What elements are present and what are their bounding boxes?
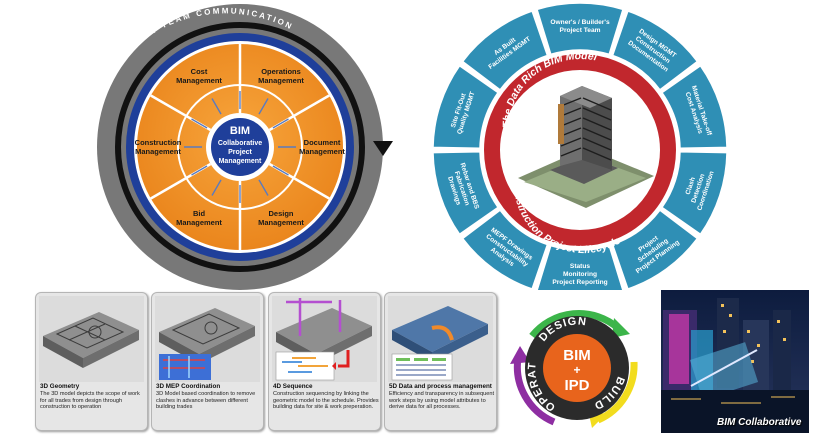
wheel-segment-label: Project Reporting	[552, 279, 607, 286]
wheel-segment	[611, 209, 699, 290]
wheel-segment-label: Project Team	[560, 27, 601, 34]
wheel-segment	[432, 150, 500, 236]
panel-description: Efficiency and transparency in subsequen…	[389, 391, 495, 411]
center-line-2: Collaborative	[218, 140, 262, 147]
cycle-center	[543, 334, 611, 402]
panel-title: 4D Sequence	[273, 383, 313, 390]
ring-arrow-icon	[373, 141, 393, 156]
city-photo: BIM Collaborative	[661, 290, 809, 433]
center-line-3: Project	[228, 149, 252, 156]
segment-label: Management	[176, 218, 222, 227]
panel-description: 3D Model based coordination to remove cl…	[156, 391, 256, 411]
wheel-segment	[461, 209, 549, 290]
panel-3d-geometry: 3D Geometry The 3D model depicts the sco…	[35, 292, 148, 431]
segment-label: Management	[258, 76, 304, 85]
wheel-segment	[611, 10, 699, 91]
bim-ipd-cycle: DESIGN BUILD OPERATE BIM + IPD	[508, 296, 638, 428]
green-arrow	[529, 310, 621, 339]
wheel-segment	[536, 2, 624, 56]
sequence-model-image	[272, 296, 377, 382]
geometry-model-image	[39, 296, 144, 382]
panel-5d-data: 5D Data and process management Efficienc…	[384, 292, 497, 431]
panel-description: The 3D model depicts the scope of work f…	[40, 391, 140, 411]
wheel-segment-label: Monitoring	[563, 271, 597, 278]
panel-4d-sequence: 4D Sequence Construction sequencing by l…	[268, 292, 381, 431]
city-skyline-image	[661, 290, 809, 433]
panel-title: 5D Data and process management	[389, 383, 492, 390]
yellow-arrow	[596, 361, 638, 424]
segment-label: Operations	[261, 67, 301, 76]
purple-arrow	[513, 357, 556, 426]
wheel-segment	[536, 244, 624, 290]
segment-label: Management	[135, 147, 181, 156]
segment-label: Design	[268, 209, 293, 218]
panel-3d-mep: 3D MEP Coordination 3D Model based coord…	[151, 292, 264, 431]
flow-arrow	[211, 179, 222, 196]
project-management-ring: PROJECT TEAM COMMUNICATION BIM Collabora…	[97, 4, 393, 290]
mep-model-image	[155, 296, 260, 382]
flow-arrow	[272, 165, 289, 176]
cycle-center-line-2: +	[573, 363, 580, 377]
black-arrow-ring	[115, 22, 365, 272]
flow-arrow	[211, 98, 222, 115]
wheel-segment	[461, 10, 549, 91]
data-model-image	[388, 296, 493, 382]
flow-arrow	[258, 179, 269, 196]
segment-label: Management	[258, 218, 304, 227]
segment-label: Document	[304, 138, 341, 147]
flow-arrow	[258, 98, 269, 115]
wheel-segment	[660, 64, 728, 150]
flow-arrow	[191, 165, 208, 176]
flow-arrow	[272, 118, 289, 129]
segment-label: Bid	[193, 209, 206, 218]
panel-description: Construction sequencing by linking the g…	[273, 391, 379, 411]
segment-label: Management	[299, 147, 345, 156]
cycle-center-line-1: BIM	[563, 347, 591, 364]
center-line-4: Management	[219, 158, 262, 165]
segment-label: Management	[176, 76, 222, 85]
wheel-segment-label: Owner's / Builder's	[550, 19, 610, 26]
building-model-image	[518, 86, 654, 208]
center-disc	[211, 118, 269, 176]
wheel-segment-label: Status	[570, 263, 590, 270]
panel-title: 3D MEP Coordination	[156, 383, 221, 390]
center-line-1: BIM	[230, 125, 250, 137]
panel-title: 3D Geometry	[40, 383, 80, 390]
wheel-segment	[432, 64, 500, 150]
flow-arrow	[191, 118, 208, 129]
segment-label: Cost	[191, 67, 208, 76]
photo-caption: BIM Collaborative	[717, 417, 802, 428]
wheel-segment	[660, 150, 728, 236]
segment-label: Construction	[135, 138, 182, 147]
cycle-center-line-3: IPD	[564, 377, 589, 394]
